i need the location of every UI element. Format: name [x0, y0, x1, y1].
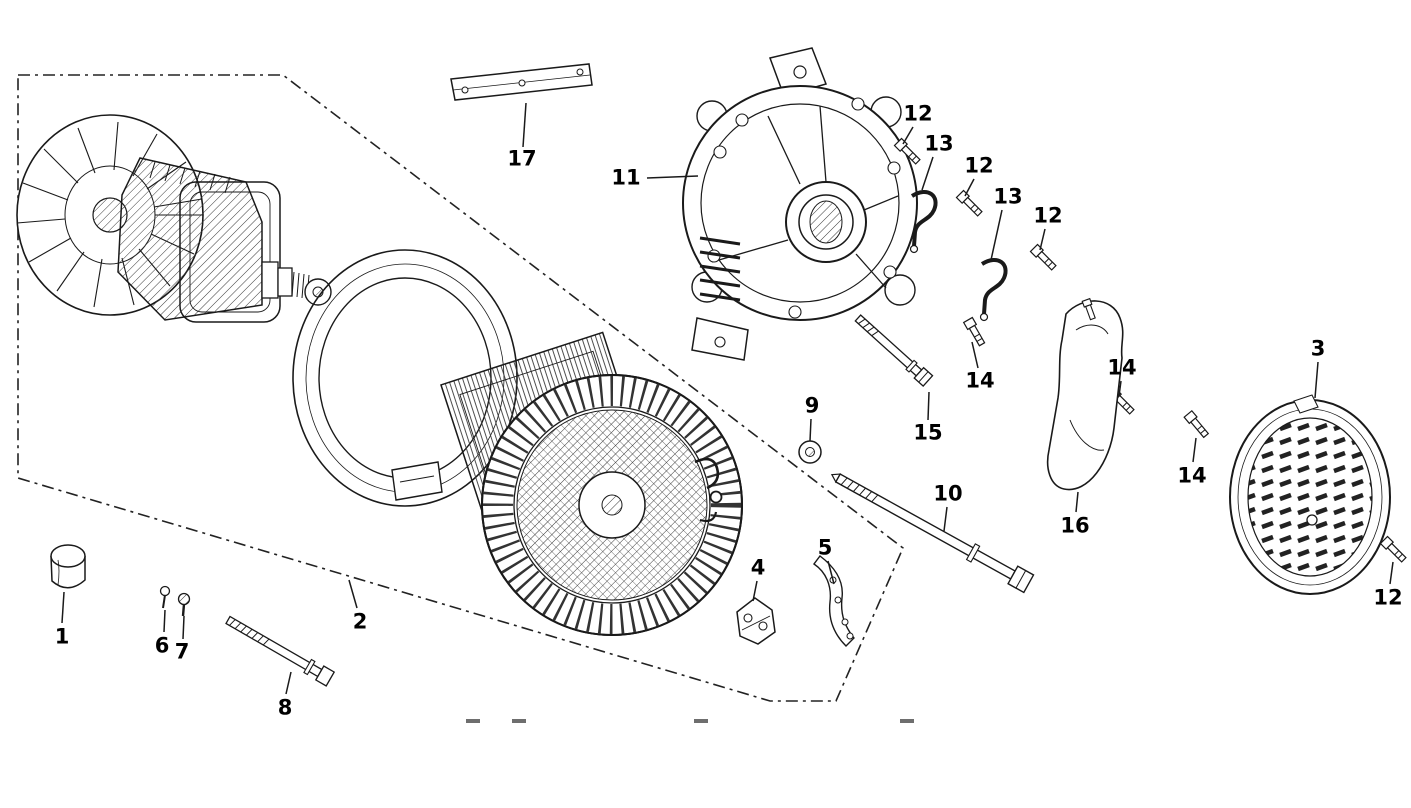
leader-line [646, 175, 699, 179]
callout-12: 12 [1033, 203, 1063, 228]
leader-line [809, 418, 812, 442]
callout-13: 13 [993, 184, 1023, 209]
leader-line [990, 209, 1003, 261]
part-7-screw [177, 592, 191, 617]
leader-line [1075, 491, 1079, 513]
leader-line [752, 580, 758, 602]
leader-line [827, 560, 835, 585]
leader-line [163, 609, 166, 633]
callout-9: 9 [804, 393, 820, 418]
part-6-screw [159, 585, 171, 609]
leader-line [182, 615, 185, 640]
leader-line [927, 391, 930, 421]
part-5-plate [812, 555, 855, 647]
callout-12: 12 [1373, 585, 1403, 610]
leader-line [921, 156, 934, 191]
callout-6: 6 [154, 633, 170, 658]
callout-17: 17 [507, 146, 537, 171]
rotor-fan-assembly [16, 114, 332, 323]
leader-line [1314, 361, 1319, 399]
callout-5: 5 [817, 535, 833, 560]
callout-2: 2 [352, 609, 368, 634]
leader-line [1192, 437, 1197, 463]
part-8-bolt [225, 615, 336, 687]
stator-assembly [440, 331, 743, 636]
callout-16: 16 [1060, 513, 1090, 538]
callout-12: 12 [903, 101, 933, 126]
part-17-bar [450, 63, 593, 101]
part-11-front-housing [682, 47, 918, 361]
part-9-washer [798, 440, 822, 464]
callout-14: 14 [965, 368, 995, 393]
leader-line [1118, 380, 1122, 397]
leader-line [964, 178, 975, 197]
callout-11: 11 [611, 165, 641, 190]
part-10-through-bolt [830, 473, 1035, 594]
assembly-boundary-dashed [17, 74, 904, 702]
callout-1: 1 [54, 624, 70, 649]
callout-14: 14 [1177, 463, 1207, 488]
leader-line [1039, 228, 1046, 251]
callout-12: 12 [964, 153, 994, 178]
part-15-bolt [854, 314, 934, 388]
part-13-hooks [909, 190, 1008, 322]
part-16-cover [1046, 297, 1124, 491]
leader-line [522, 102, 527, 148]
leader-line [348, 579, 358, 609]
leader-line [943, 506, 948, 532]
callout-15: 15 [913, 420, 943, 445]
callout-4: 4 [750, 555, 766, 580]
callout-14: 14 [1107, 355, 1137, 380]
part-1-cap [50, 544, 86, 589]
callout-3: 3 [1310, 336, 1326, 361]
callout-8: 8 [277, 695, 293, 720]
leader-line [61, 591, 65, 624]
leader-line [971, 341, 979, 369]
callout-10: 10 [933, 481, 963, 506]
leader-line [902, 126, 914, 145]
part-3-end-cover [1229, 394, 1391, 595]
part-4-bracket [736, 597, 776, 645]
leader-line [1389, 561, 1394, 585]
leader-line [285, 671, 292, 695]
callout-13: 13 [924, 131, 954, 156]
callout-7: 7 [174, 639, 190, 664]
